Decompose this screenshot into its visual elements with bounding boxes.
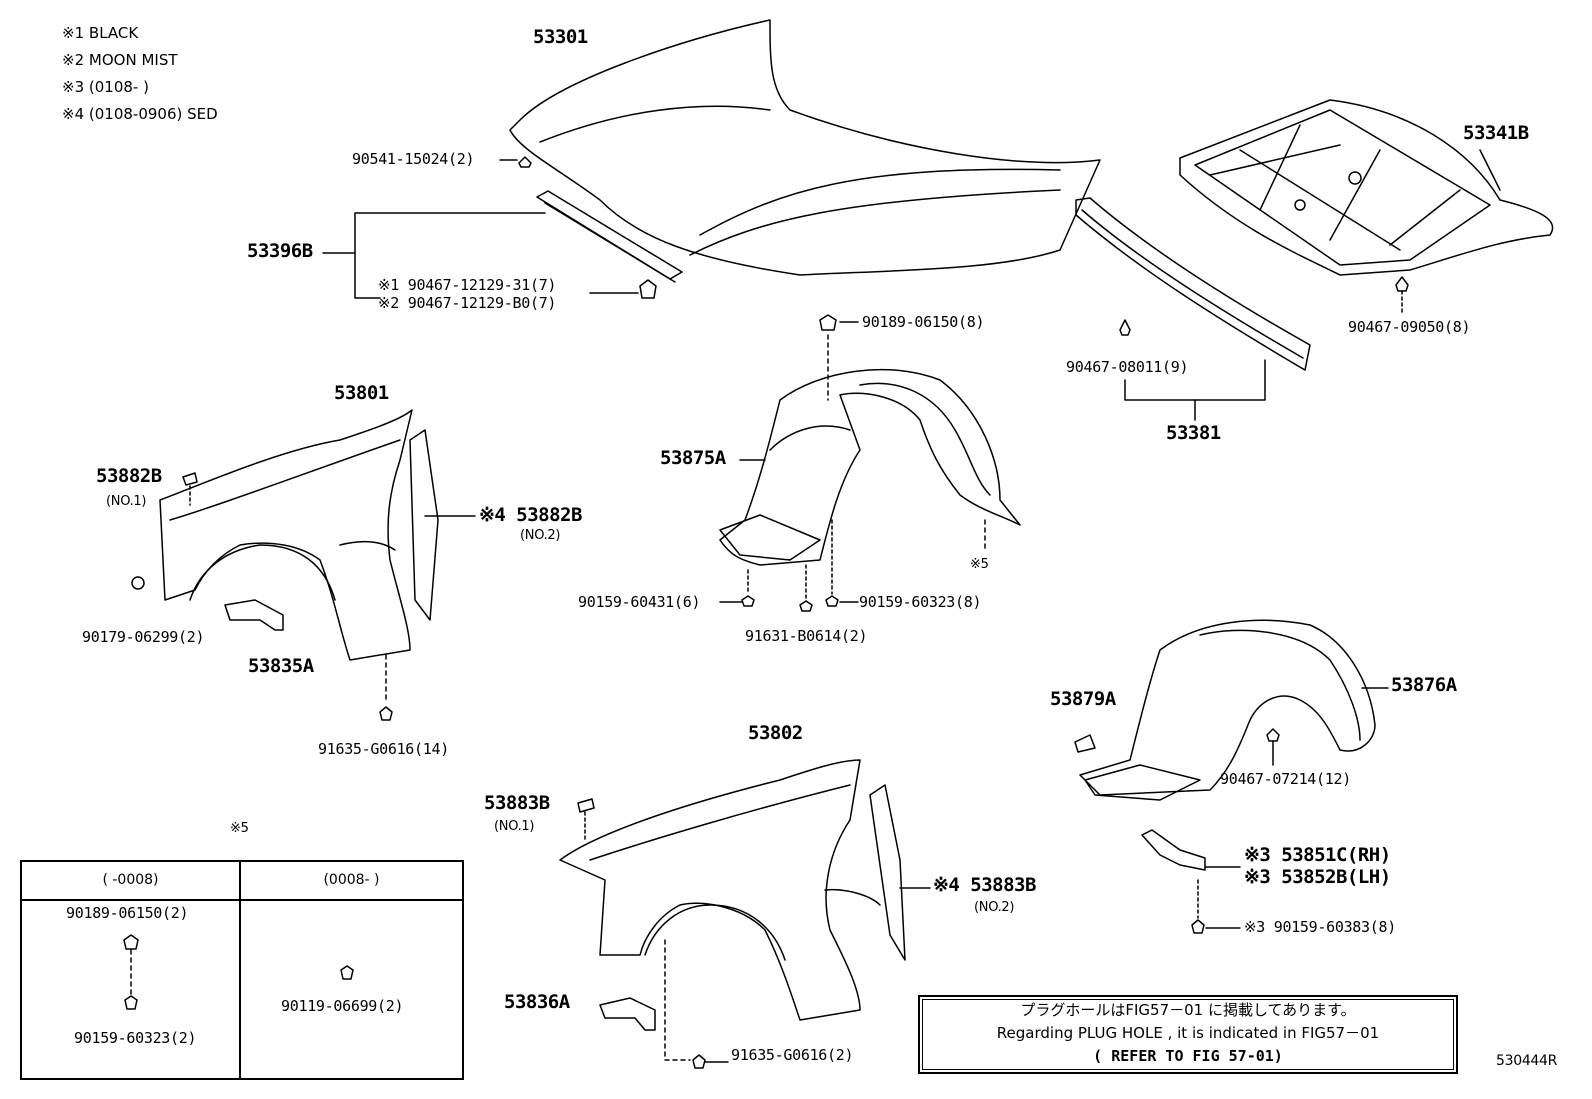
clip-90467-12129 (639, 279, 657, 299)
label-91635-g0616-2[interactable]: 91635-G0616(2) (731, 1046, 854, 1064)
label-53882b-no1[interactable]: 53882B (96, 465, 162, 487)
table-label-90189-06150[interactable]: 90189-06150(2) (66, 904, 189, 922)
fender-rh-drawing (559, 759, 881, 1021)
fender-liner-front-drawing (719, 368, 1021, 566)
legend-item-2: ※2 MOON MIST (62, 51, 178, 69)
table-bolt-90159 (124, 995, 138, 1010)
label-53851c[interactable]: ※3 53851C(RH) (1244, 844, 1391, 866)
diagram-id: 530444R (1496, 1053, 1558, 1069)
label-90467-12129-31[interactable]: ※1 90467-12129-31(7) (378, 276, 557, 294)
label-53883b-no1-sub: (NO.1) (494, 819, 535, 834)
label-53883b-no2[interactable]: ※4 53883B (933, 874, 1036, 896)
clip-90189-06150 (819, 314, 837, 331)
label-53836a[interactable]: 53836A (504, 991, 570, 1013)
label-53396b[interactable]: 53396B (247, 240, 313, 262)
table-label-90119-06699[interactable]: 90119-06699(2) (281, 997, 404, 1015)
label-53301[interactable]: 53301 (533, 26, 588, 48)
label-53882b-no2[interactable]: ※4 53882B (479, 504, 582, 526)
hood-seal-strip (536, 190, 683, 280)
bolt-90159-60383 (1191, 919, 1205, 934)
reference-note: プラグホールはFIG57－01 に掲載してあります。 Regarding PLU… (918, 995, 1458, 1074)
label-53835a[interactable]: 53835A (248, 655, 314, 677)
label-53882b-no2-sub: (NO.2) (520, 528, 561, 543)
label-90467-07214[interactable]: 90467-07214(12) (1220, 770, 1351, 788)
fender-lh-drawing (159, 409, 413, 661)
table-column-early: ( -0008) 90189-06150(2) 90159-60323(2) (22, 862, 241, 1078)
clip-53879a (1074, 734, 1096, 753)
label-53882b-no1-sub: (NO.1) (106, 494, 147, 509)
clip-90467-08011 (1119, 319, 1131, 336)
note-reference-link[interactable]: ( REFER TO FIG 57-01) (1093, 1047, 1283, 1065)
note-line-en: Regarding PLUG HOLE , it is indicated in… (996, 1024, 1380, 1042)
label-53876a[interactable]: 53876A (1391, 674, 1457, 696)
label-53341b[interactable]: 53341B (1463, 122, 1529, 144)
fender-liner-rear-drawing (1079, 619, 1376, 801)
legend-item-4: ※4 (0108-0906) SED (62, 105, 218, 123)
table-bolt-90119 (340, 965, 354, 980)
bolt-91635-14 (379, 706, 393, 721)
bolt-91635-2 (692, 1054, 706, 1069)
label-53802[interactable]: 53802 (748, 722, 803, 744)
plug-90541 (518, 156, 532, 168)
table-header-early: ( -0008) (22, 862, 239, 901)
label-90159-60431[interactable]: 90159-60431(6) (578, 593, 701, 611)
label-90159-60323[interactable]: 90159-60323(8) (859, 593, 982, 611)
table-title: ※5 (230, 821, 249, 836)
label-90189-06150[interactable]: 90189-06150(8) (862, 313, 985, 331)
label-90467-08011[interactable]: 90467-08011(9) (1066, 358, 1189, 376)
clip-90467-09050 (1395, 276, 1409, 292)
label-90467-09050[interactable]: 90467-09050(8) (1348, 318, 1471, 336)
label-53852b[interactable]: ※3 53852B(LH) (1244, 866, 1391, 888)
label-91631-b0614[interactable]: 91631-B0614(2) (745, 627, 868, 645)
label-53883b-no1[interactable]: 53883B (484, 792, 550, 814)
label-90179-06299[interactable]: 90179-06299(2) (82, 628, 205, 646)
label-90541-15024[interactable]: 90541-15024(2) (352, 150, 475, 168)
legend-item-1: ※1 BLACK (62, 24, 139, 42)
label-53801[interactable]: 53801 (334, 382, 389, 404)
hood-insulator-drawing (1179, 99, 1554, 276)
table-header-late: (0008- ) (241, 862, 462, 901)
table-label-90159-60323[interactable]: 90159-60323(2) (74, 1029, 197, 1047)
variant-table: ( -0008) 90189-06150(2) 90159-60323(2) (… (20, 860, 464, 1080)
hood-drawing (509, 19, 1101, 276)
bracket-53836a (599, 997, 656, 1031)
bracket-53396b (354, 212, 546, 299)
label-53879a[interactable]: 53879A (1050, 688, 1116, 710)
table-clip-90189 (123, 934, 139, 950)
plug-90179 (131, 576, 145, 590)
fender-seal-53882b-no2 (409, 429, 439, 621)
table-column-late: (0008- ) 90119-06699(2) (241, 862, 462, 1078)
label-90467-12129-b0[interactable]: ※2 90467-12129-B0(7) (378, 294, 557, 312)
label-90159-60383[interactable]: ※3 90159-60383(8) (1244, 918, 1396, 936)
label-53875a[interactable]: 53875A (660, 447, 726, 469)
bracket-53835a (224, 599, 284, 631)
cowl-strip-drawing (1075, 197, 1311, 371)
note-line-jp: プラグホールはFIG57－01 に掲載してあります。 (1020, 1001, 1356, 1019)
label-53381[interactable]: 53381 (1166, 422, 1221, 444)
label-91635-g0616-14[interactable]: 91635-G0616(14) (318, 740, 449, 758)
label-mark-5: ※5 (970, 557, 989, 572)
label-53883b-no2-sub: (NO.2) (974, 900, 1015, 915)
bracket-53851c (1141, 829, 1206, 871)
legend-item-3: ※3 (0108- ) (62, 78, 149, 96)
clip-90467-07214 (1266, 728, 1280, 742)
fender-seal-53883b-no2 (869, 784, 906, 961)
